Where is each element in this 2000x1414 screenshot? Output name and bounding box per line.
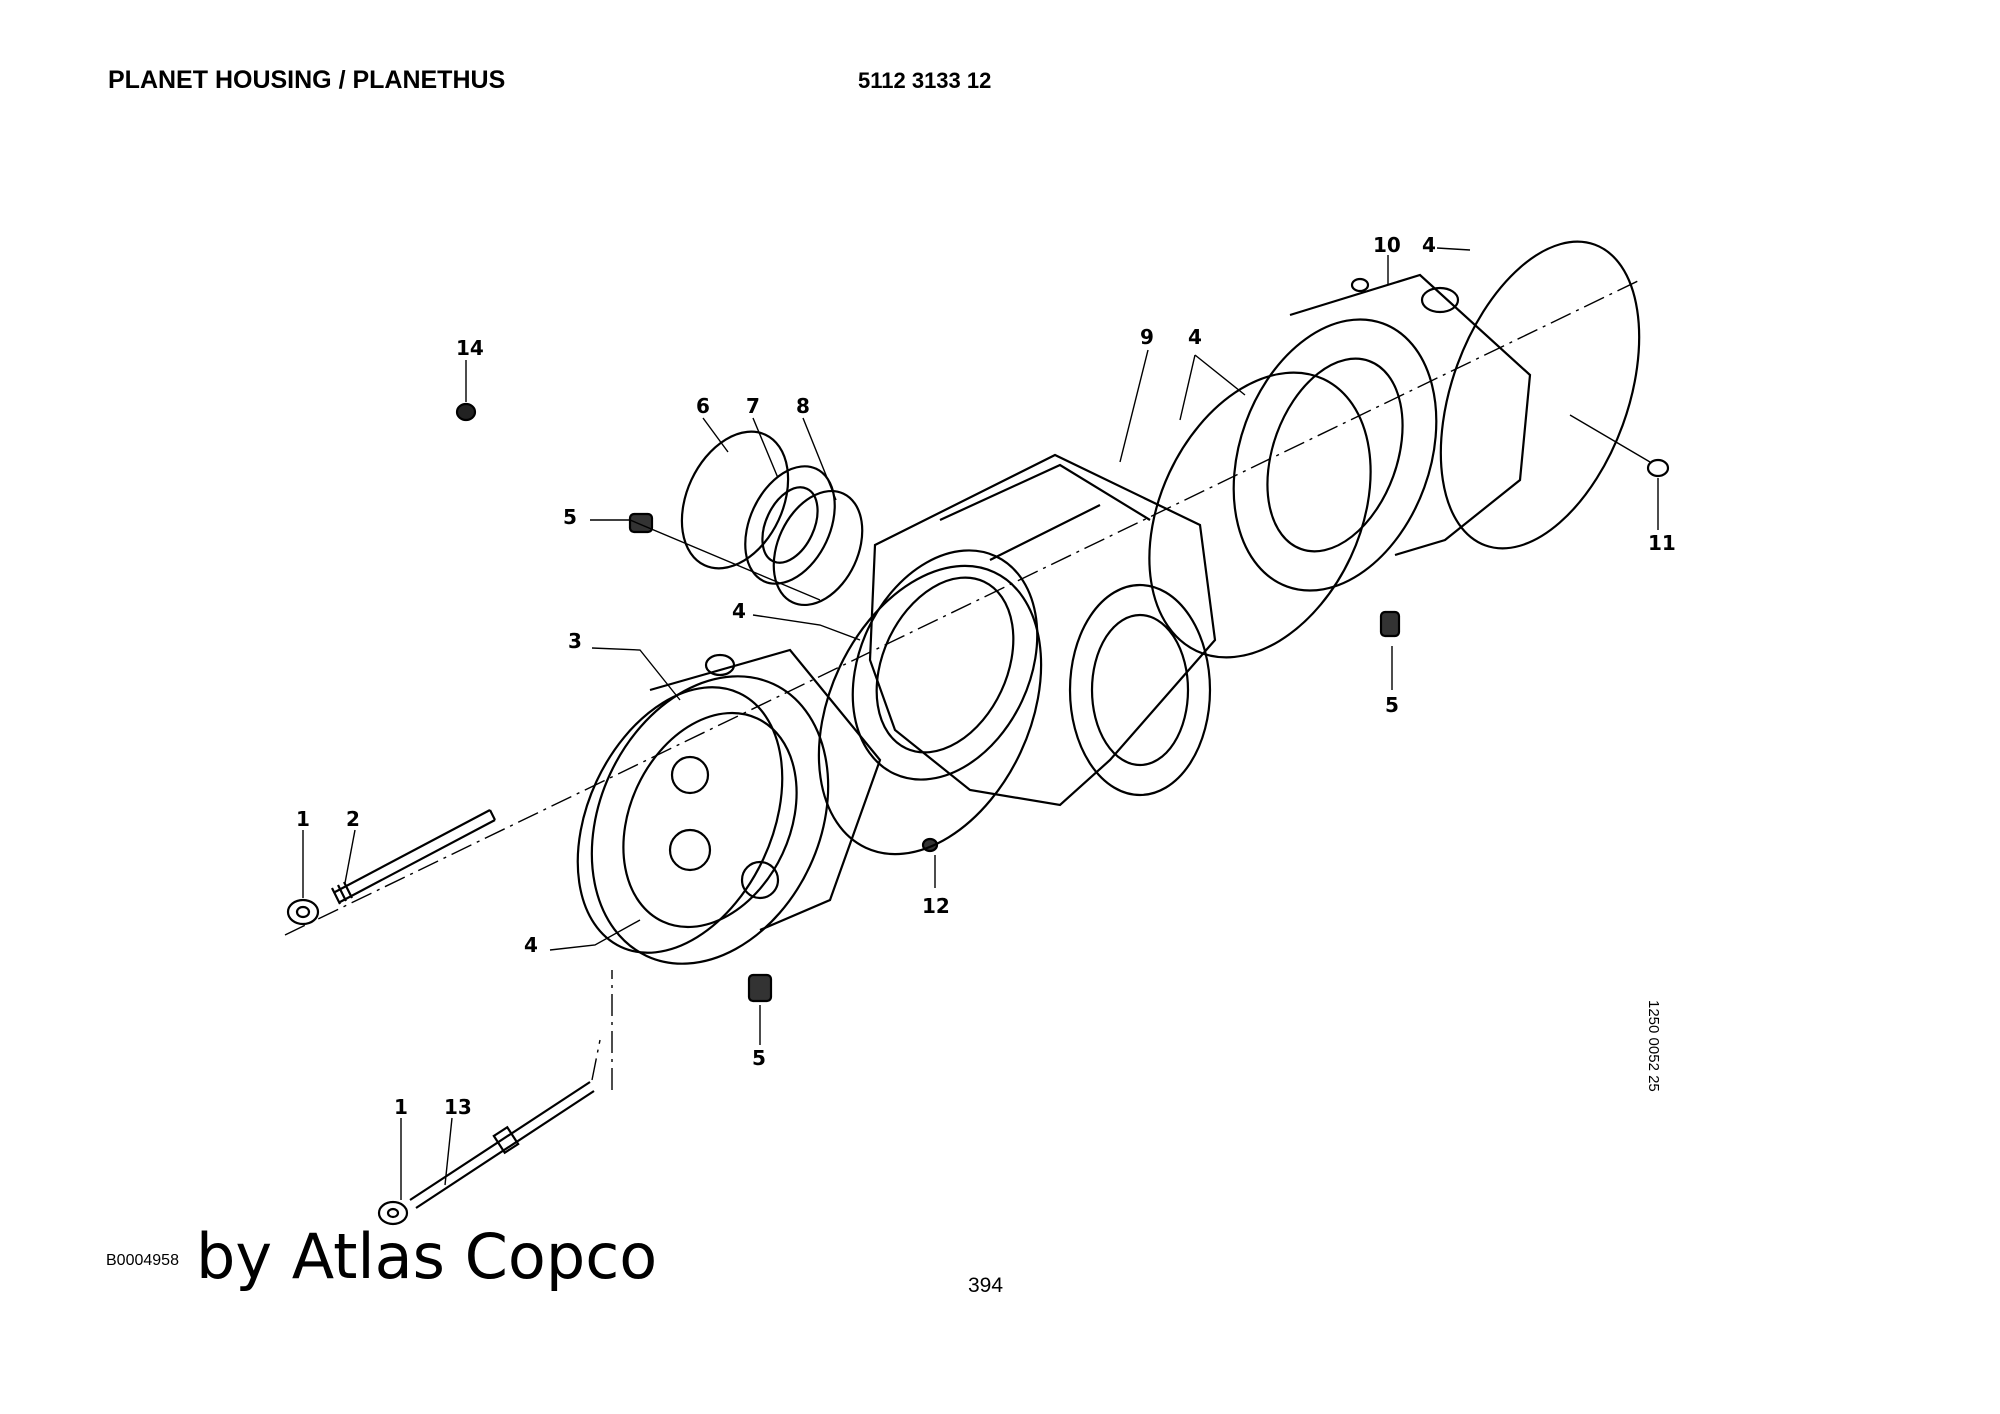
callout-1: 1 [296,807,310,831]
plug [628,512,654,534]
part-number: 5112 3133 12 [858,68,992,93]
circlip [680,430,790,570]
brand-text: by Atlas Copco [196,1220,658,1293]
callout-5: 5 [1385,693,1399,717]
callout-12: 12 [922,894,950,918]
plug [455,402,477,422]
callout-13: 13 [444,1095,472,1119]
central-housing [851,453,1217,807]
nut [286,898,320,926]
callout-7: 7 [746,394,760,418]
o-ring [1148,371,1372,659]
long-stud-bolt [409,1081,595,1209]
o-ring [817,564,1043,856]
plug [1379,610,1401,638]
plug [747,973,773,1003]
callout-3: 3 [568,629,582,653]
callout-4: 4 [524,933,538,957]
nut [377,1200,409,1226]
callout-6: 6 [696,394,710,418]
callout-4: 4 [732,599,746,623]
callout-9: 9 [1140,325,1154,349]
centre-axis [284,279,1641,1090]
leader-lines [302,247,1659,1200]
callout-4: 4 [1188,325,1202,349]
planet-housing-front [590,648,882,965]
callout-14: 14 [456,336,484,360]
callout-2: 2 [346,807,360,831]
plug [1646,458,1670,478]
drawing-code: 1250 0052 25 [1645,1000,1662,1092]
planet-housing-rear [1232,273,1532,592]
callout-1: 1 [394,1095,408,1119]
stud-bolt [331,809,496,905]
o-ring [772,489,864,607]
o-ring [576,686,784,954]
callout-5: 5 [752,1046,766,1070]
bearing [744,465,836,585]
callout-5: 5 [563,505,577,529]
page-number: 394 [968,1274,1004,1297]
o-ring [1439,240,1641,550]
page-title: PLANET HOUSING / PLANETHUS [108,66,506,94]
callout-4: 4 [1422,233,1436,257]
callout-8: 8 [796,394,810,418]
callout-11: 11 [1648,531,1676,555]
document-code: B0004958 [106,1252,179,1269]
callout-10: 10 [1373,233,1401,257]
